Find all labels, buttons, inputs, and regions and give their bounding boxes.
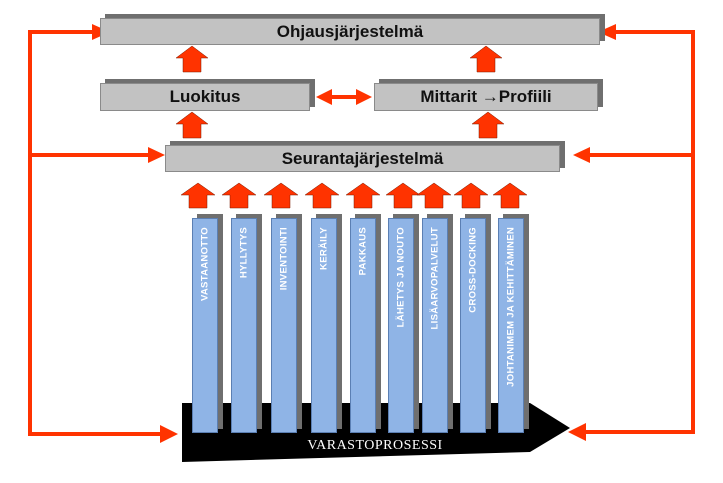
classification-box: Luokitus [100,83,310,111]
pillar-management: JOHTANIMEM JA KEHITTÄMINEN [498,218,524,433]
pillar-value-added: LISÄARVOPALVELUT [422,218,448,433]
control-system-box: Ohjausjärjestelmä [100,18,600,45]
pillar-label: INVENTOINTI [278,227,290,291]
pillar-label: CROSS-DOCKING [467,227,479,313]
pillar-shipping: LÄHETYS JA NOUTO [388,218,414,433]
pillar-shelving: HYLLYTYS [231,218,257,433]
pillar-label: LISÄARVOPALVELUT [429,227,441,330]
pillar-arrows [180,182,528,209]
pillar-inventory: INVENTOINTI [271,218,297,433]
pillar-label: VASTAANOTTO [199,227,211,302]
process-label: VARASTOPROSESSI [307,438,443,453]
metrics-profile-box: Mittarit →Profiili [374,83,598,111]
block-arrows [175,45,505,139]
pillar-label: KERÄILY [318,227,330,270]
metrics-profile-label: Mittarit →Profiili [420,87,552,106]
pillar-label: HYLLYTYS [238,227,250,279]
monitoring-system-box: Seurantajärjestelmä [165,145,560,172]
feedback-lines [28,30,695,436]
pillar-picking: KERÄILY [311,218,337,433]
classification-label: Luokitus [169,87,241,106]
pillar-packing: PAKKAUS [350,218,376,433]
pillar-label: PAKKAUS [357,227,369,276]
pillar-cross-docking: CROSS-DOCKING [460,218,486,433]
monitoring-system-label: Seurantajärjestelmä [281,148,444,168]
pillar-receiving: VASTAANOTTO [192,218,218,433]
arrow-heads [92,24,616,443]
control-system-label: Ohjausjärjestelmä [276,21,424,41]
pillar-label: LÄHETYS JA NOUTO [395,227,407,328]
pillar-label: JOHTANIMEM JA KEHITTÄMINEN [505,227,517,387]
